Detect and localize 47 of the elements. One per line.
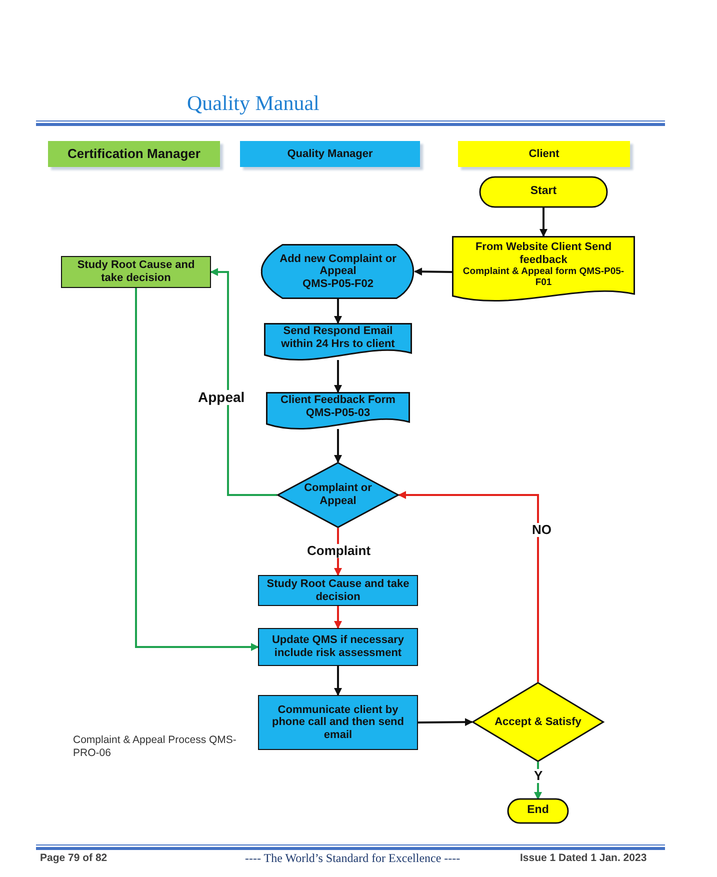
- lane-header: [458, 141, 630, 167]
- arrow: [135, 288, 259, 651]
- arrow: [334, 606, 342, 629]
- arrow: [334, 666, 342, 696]
- process-box: [61, 256, 211, 288]
- arrow: [210, 268, 277, 496]
- arrow: [418, 718, 473, 726]
- page-title: Quality Manual: [187, 91, 320, 116]
- process-box: [258, 628, 418, 666]
- node-text: Complaint & Appeal form QMS-P05-F01: [462, 266, 626, 289]
- lane-header: [48, 141, 220, 167]
- node-text: Complaint or Appeal: [303, 482, 373, 508]
- node-text: Update QMS if necessary include risk assessment: [270, 634, 406, 660]
- node-text: Quality Manager: [287, 148, 373, 160]
- arrow: [414, 268, 452, 276]
- node-text: End: [527, 804, 549, 818]
- arrow: [398, 491, 539, 682]
- node-text: Start: [530, 185, 557, 199]
- edge-label: NO: [530, 523, 554, 538]
- edge-label: Appeal: [196, 390, 247, 406]
- node-text: Study Root Cause and take decision: [266, 578, 410, 604]
- node-text: QMS-P05-F02: [302, 278, 374, 290]
- issue-date: Issue 1 Dated 1 Jan. 2023: [520, 852, 648, 864]
- edge-label: Y: [532, 769, 545, 784]
- decision-diamond: [472, 682, 604, 762]
- footer-slogan: ---- The World’s Standard for Excellence ----: [245, 851, 462, 866]
- edge-label: Complaint: [305, 544, 373, 558]
- process-box: [258, 695, 418, 750]
- page-number: Page 79 of 82: [40, 852, 108, 864]
- node-text: Client Feedback Form QMS-P05-03: [280, 394, 396, 420]
- display-shape: [261, 244, 415, 299]
- decision-diamond: [277, 462, 399, 528]
- process-box: [258, 575, 418, 606]
- arrow: [334, 299, 342, 324]
- arrow: [540, 207, 548, 237]
- arrow: [334, 360, 342, 393]
- node-text: Communicate client by phone call and then send email: [270, 704, 406, 742]
- node-text: Send Respond Email within 24 Hrs to client: [280, 325, 396, 351]
- arrow: [334, 429, 342, 463]
- node-text: Certification Manager: [68, 146, 200, 162]
- lane-header: [240, 141, 420, 167]
- node-text: Client: [528, 148, 560, 160]
- node-text: Accept & Satisfy: [494, 716, 582, 728]
- node-text: Study Root Cause and take decision: [76, 259, 196, 285]
- node-text: From Website Client Send feedback: [474, 241, 613, 267]
- process-caption: Complaint & Appeal Process QMS-PRO-06: [73, 734, 238, 760]
- node-text: Add new Complaint or Appeal: [278, 252, 398, 278]
